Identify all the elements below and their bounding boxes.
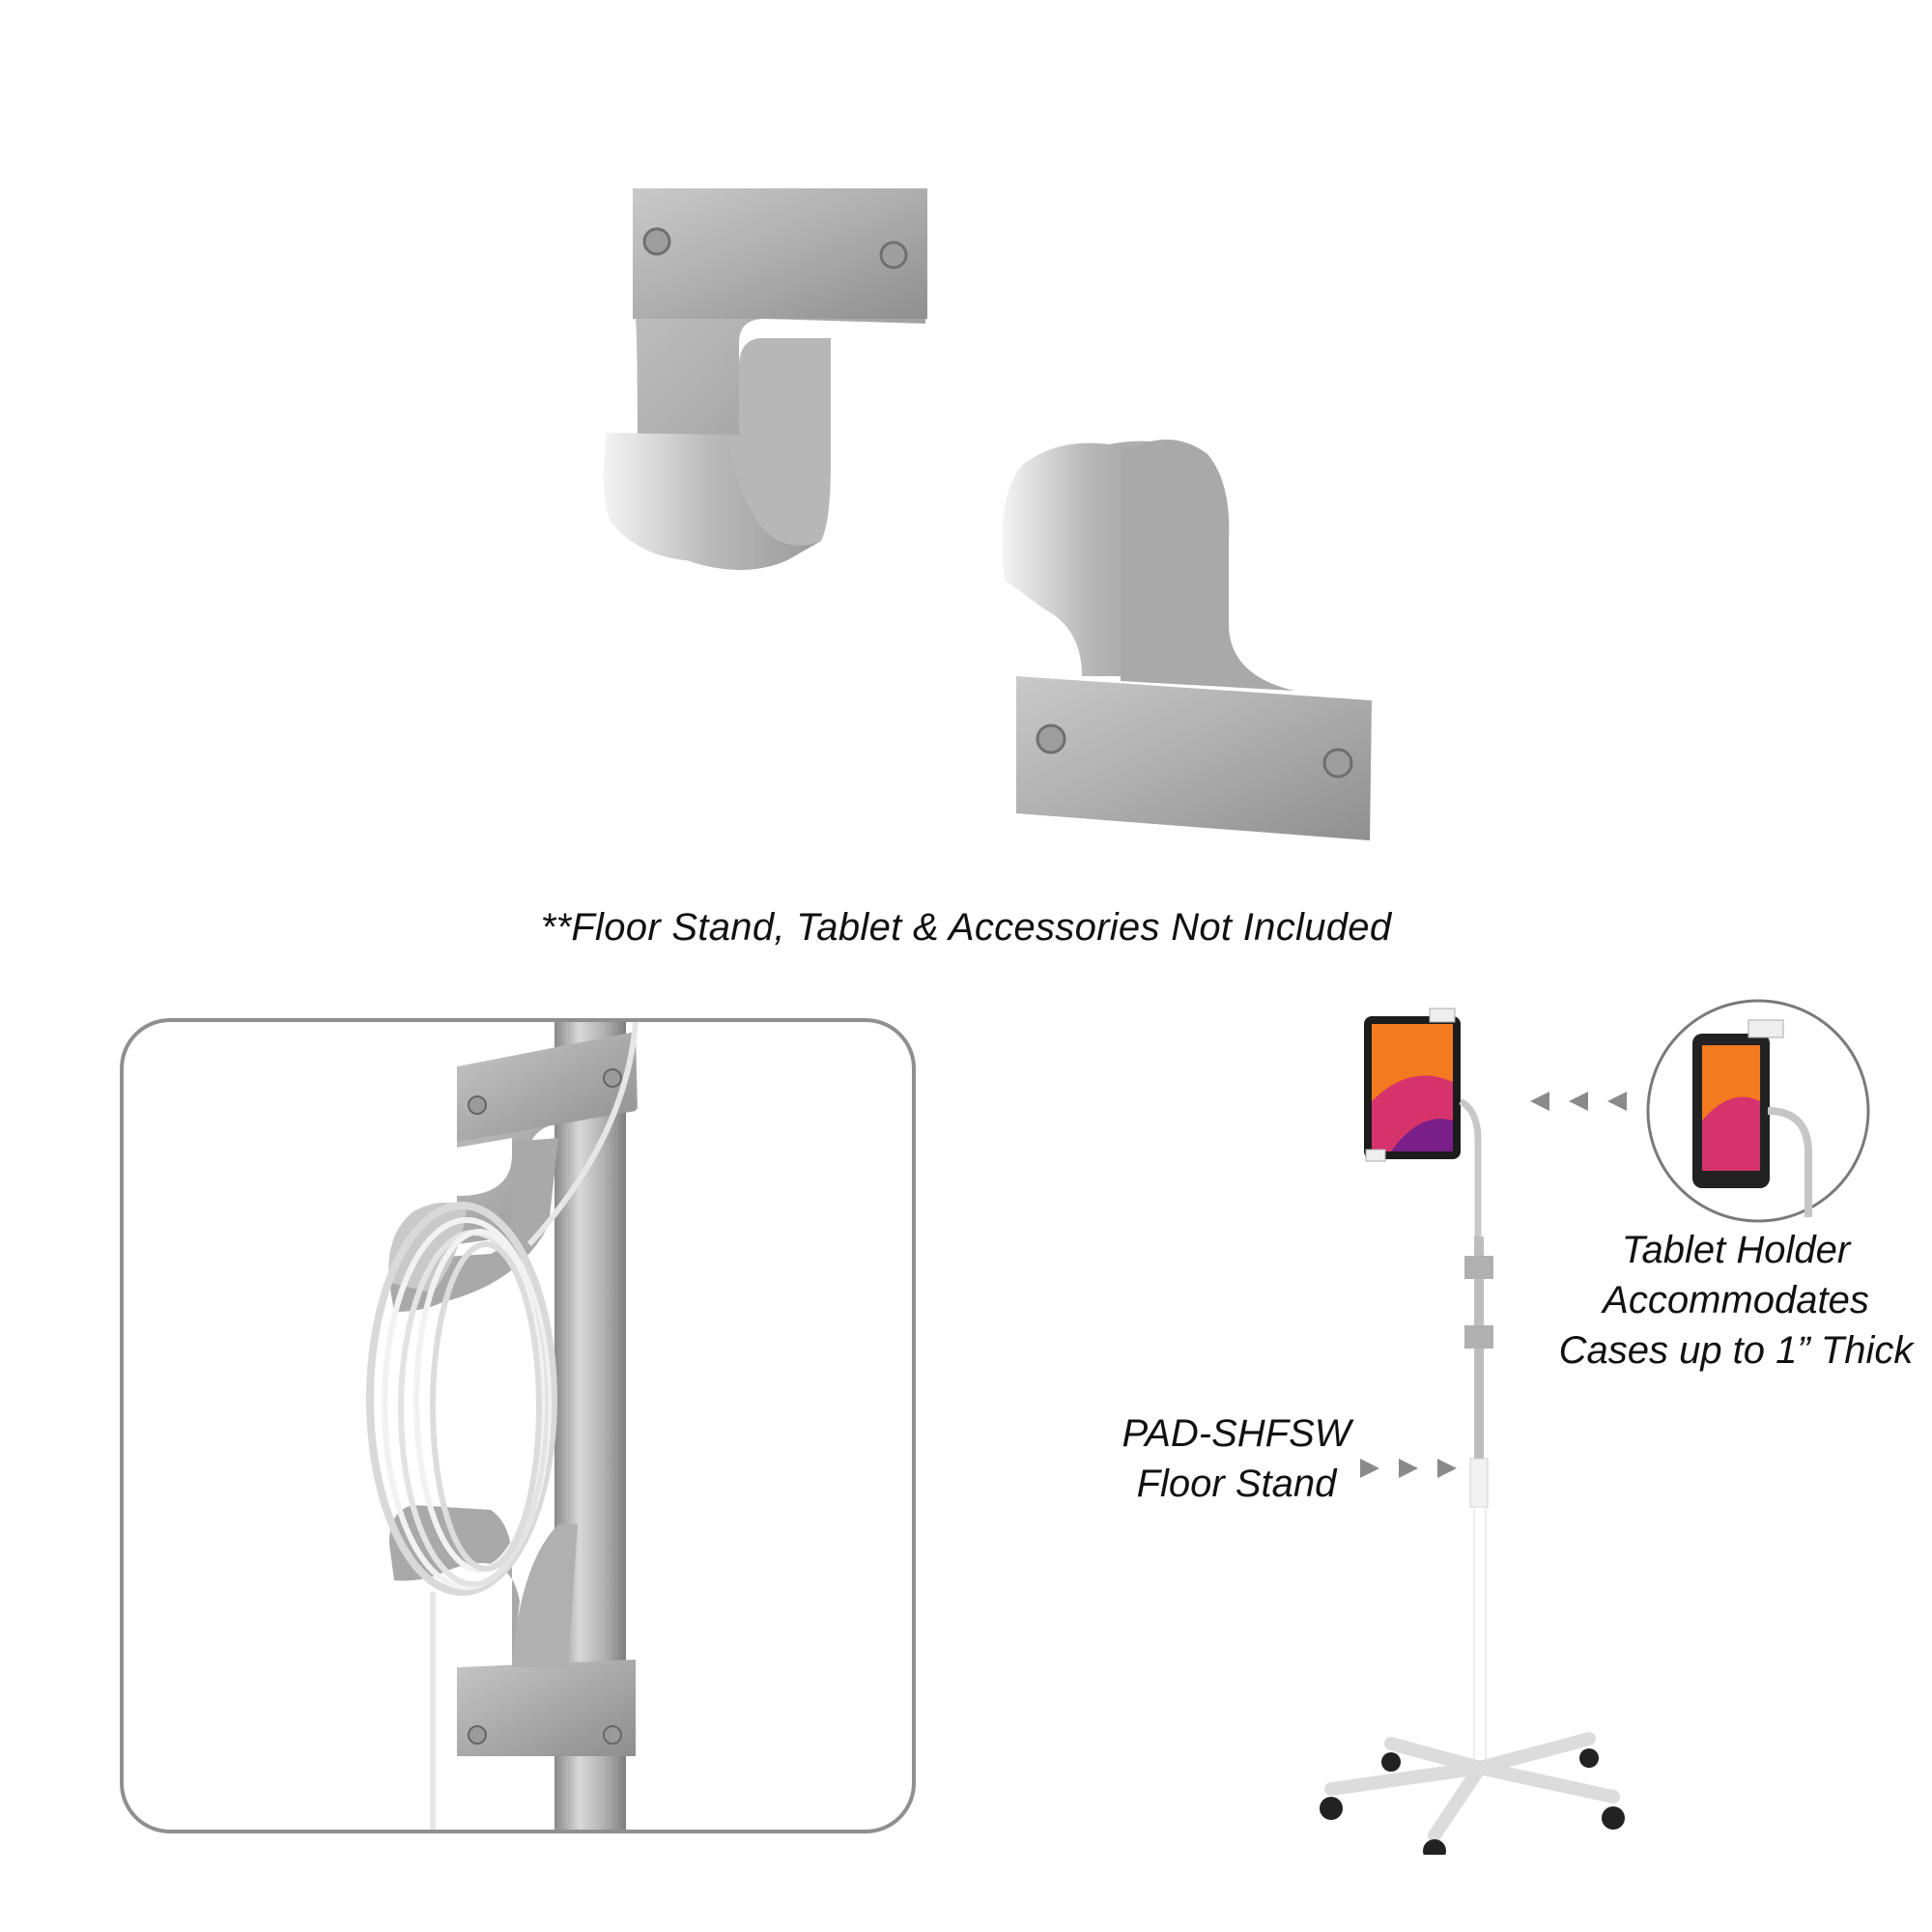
coiled-cable [366, 1022, 639, 1830]
lower-pole [1473, 1506, 1487, 1769]
hook-bottom-right [1002, 440, 1372, 840]
tablet [1364, 1008, 1461, 1162]
arrow-right-3 [1437, 1459, 1457, 1478]
stand-wheels [1320, 1748, 1625, 1855]
tablet-holder-callout: Tablet Holder Accommodates Cases up to 1… [1519, 1225, 1932, 1376]
arrow-right-1 [1360, 1459, 1379, 1478]
tablet-holder-line-3: Cases up to 1” Thick [1558, 1329, 1914, 1372]
tablet-holder-line-1: Tablet Holder [1621, 1229, 1851, 1271]
gooseneck [1459, 1097, 1482, 1236]
hook-top-left [603, 188, 927, 570]
pole-with-hooks-illustration [366, 1022, 639, 1830]
tablet-holder-line-2: Accommodates [1603, 1279, 1869, 1321]
arrow-left-3 [1607, 1092, 1627, 1111]
installed-hooks-inset [120, 1018, 916, 1833]
floor-stand-label: Floor Stand [1136, 1463, 1337, 1505]
product-hooks-illustration [603, 188, 1372, 840]
upper-pole [1474, 1236, 1484, 1468]
arrow-left-2 [1569, 1092, 1588, 1111]
floor-stand-model: PAD-SHFSW [1122, 1412, 1351, 1455]
arrow-left-1 [1530, 1092, 1549, 1111]
not-included-disclaimer: **Floor Stand, Tablet & Accessories Not … [540, 906, 1392, 949]
floor-stand-illustration [1320, 1008, 1625, 1855]
stand-base [1324, 1732, 1620, 1842]
arrow-right-2 [1399, 1459, 1418, 1478]
tablet-holder-detail [1646, 999, 1870, 1223]
